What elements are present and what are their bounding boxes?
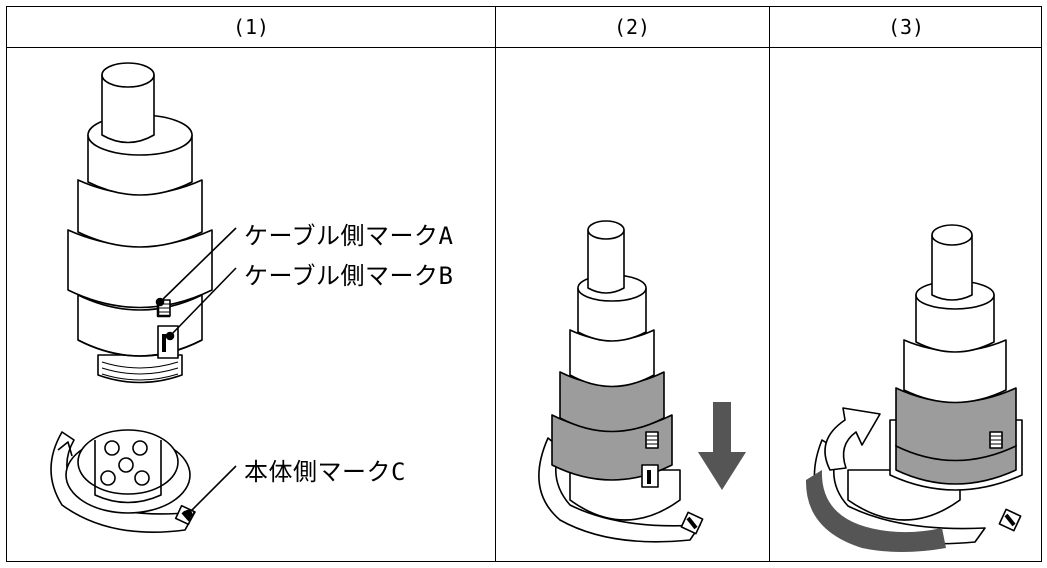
device-socket-1 <box>50 429 196 533</box>
label-cable-mark-b: ケーブル側マークB <box>244 262 454 290</box>
connector-locked-3 <box>813 224 1023 545</box>
leader-lines <box>155 227 237 519</box>
header-divider <box>7 47 1041 48</box>
label-cable-mark-a: ケーブル側マークA <box>244 222 454 250</box>
down-arrow-icon <box>698 402 746 490</box>
column-divider-1 <box>495 7 496 561</box>
column-divider-2 <box>769 7 770 561</box>
figure-table: (1) (2) (3) <box>6 6 1042 562</box>
header-step-1: (1) <box>232 15 270 39</box>
connector-assembled-2 <box>538 220 704 543</box>
label-device-mark-c: 本体側マークC <box>244 458 406 486</box>
header-step-3: (3) <box>887 15 925 39</box>
rotate-arrow-icon <box>805 407 946 552</box>
cable-connector-1 <box>67 62 213 384</box>
header-step-2: (2) <box>613 15 651 39</box>
